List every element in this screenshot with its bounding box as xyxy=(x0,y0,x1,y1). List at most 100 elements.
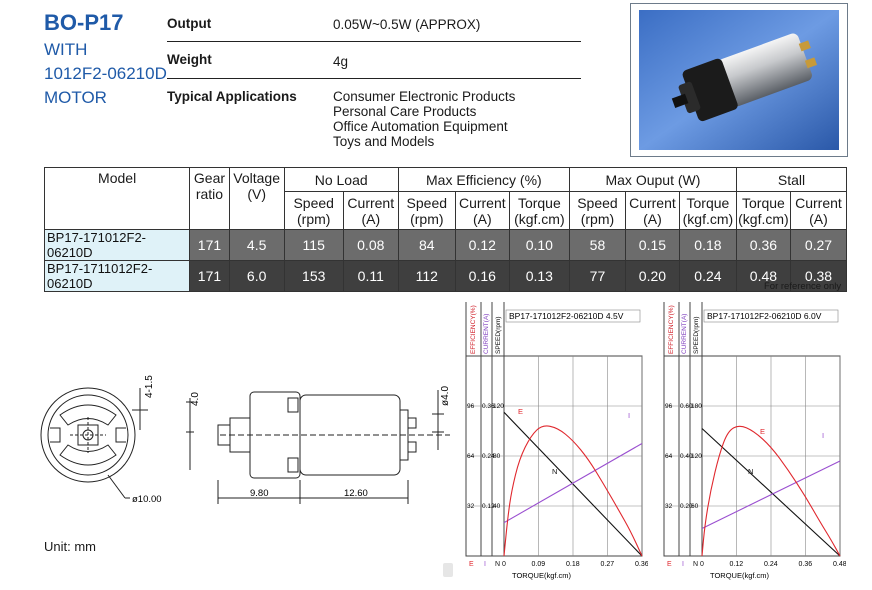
x-tick-label: 0.36 xyxy=(799,561,813,568)
y-tick-current: 0.36 xyxy=(482,403,495,410)
header-torque: Torque (kgf.cm) xyxy=(508,191,570,230)
curve-label-i: I xyxy=(822,431,824,440)
table-cell: 0.36 xyxy=(735,229,791,261)
table-cell: 58 xyxy=(568,229,626,261)
motor-image xyxy=(639,10,839,150)
table-cell: 4.5 xyxy=(228,229,285,261)
table-cell: 0.16 xyxy=(454,260,510,292)
y-tick-efficiency: 64 xyxy=(467,453,475,460)
header-max-efficiency: Max Efficiency (%) xyxy=(397,167,570,192)
header-torque: Torque (kgf.cm) xyxy=(735,191,791,230)
table-cell: 0.27 xyxy=(789,229,848,261)
header-voltage: Voltage (V) xyxy=(228,167,285,230)
curve-label-n: N xyxy=(748,467,753,476)
curve-label-n: N xyxy=(552,467,557,476)
dimension-drawing: 4-1.5 4.0 ø4.0 ø10.00 9.80 12.60 xyxy=(40,375,451,505)
y-tick-speed: 60 xyxy=(691,503,699,510)
cell-model: BP17-1711012F2-06210D xyxy=(43,260,191,292)
header-speed: Speed (rpm) xyxy=(568,191,626,230)
table-cell: 0.11 xyxy=(342,260,399,292)
chart-title-box xyxy=(703,309,839,323)
axis-bottom-letter: N xyxy=(693,561,698,568)
end-view-slot xyxy=(59,404,117,426)
y-tick-current: 0.60 xyxy=(680,403,693,410)
end-view-tab xyxy=(50,427,61,443)
header-max-output: Max Ouput (W) xyxy=(568,167,737,192)
table-cell: 0.38 xyxy=(789,260,848,292)
application-item: Toys and Models xyxy=(333,134,435,149)
y-tick-current: 0.24 xyxy=(482,453,495,460)
product-subtitle-line-1: WITH xyxy=(44,40,88,59)
spec-divider xyxy=(167,41,581,42)
cell-model: BP17-171012F2-06210D xyxy=(43,229,191,261)
y-tick-speed: 40 xyxy=(493,503,501,510)
axis-bottom-letter: E xyxy=(667,561,672,568)
x-tick-label: 0.12 xyxy=(730,561,744,568)
series-e-line xyxy=(701,425,841,557)
table-cell: 153 xyxy=(283,260,344,292)
table-cell: 0.18 xyxy=(678,229,737,261)
y-tick-current: 0.40 xyxy=(680,453,693,460)
table-cell: 112 xyxy=(397,260,456,292)
x-tick-label: 0.24 xyxy=(764,561,778,568)
axis-label-speed: SPEED(rpm) xyxy=(693,316,700,354)
y-tick-efficiency: 32 xyxy=(665,503,673,510)
weight-label: Weight xyxy=(167,52,212,67)
header-no-load: No Load xyxy=(283,167,399,192)
applications-list: Consumer Electronic Products Personal Ca… xyxy=(333,89,515,149)
x-axis-label: TORQUE(kgf.cm) xyxy=(512,571,572,580)
application-item: Personal Care Products xyxy=(333,104,477,119)
curve-label-e: E xyxy=(518,407,523,416)
series-i-line xyxy=(701,460,841,529)
x-tick-label: 0.36 xyxy=(635,561,648,568)
series-i-line xyxy=(503,443,643,524)
header-current: Current (A) xyxy=(789,191,848,230)
end-view-slot xyxy=(59,444,117,466)
axis-label-current: CURRENT(A) xyxy=(483,314,490,354)
product-subtitle-line-2: 1012F2-06210D xyxy=(44,64,167,83)
chart-frame xyxy=(465,302,643,557)
y-tick-efficiency: 96 xyxy=(467,403,475,410)
axis-bottom-letter: I xyxy=(682,561,684,568)
dim-gearbox-length: 9.80 xyxy=(250,488,269,499)
header-gear-ratio: Gear ratio xyxy=(189,167,230,230)
table-cell: 84 xyxy=(397,229,456,261)
side-view-clip xyxy=(287,457,299,473)
table-cell: 171 xyxy=(189,229,230,261)
axis-bottom-letter: I xyxy=(484,561,486,568)
spec-divider xyxy=(167,78,581,79)
axis-bottom-letter: 0 xyxy=(502,561,506,568)
output-value: 0.05W~0.5W (APPROX) xyxy=(333,17,481,32)
chart-title: BP17-171012F2-06210D 6.0V xyxy=(707,311,822,321)
header-model: Model xyxy=(43,167,191,230)
y-tick-speed: 120 xyxy=(493,403,504,410)
dim-shaft-diameter: ø4.0 xyxy=(440,386,451,406)
reference-note: For reference only xyxy=(764,281,842,292)
x-tick-label: 0.48 xyxy=(833,561,846,568)
table-row: BP17-1711012F2-06210D 171 6.0 153 0.11 1… xyxy=(43,260,848,292)
axis-label-efficiency: EFFICIENCY(%) xyxy=(668,305,675,354)
y-tick-speed: 180 xyxy=(691,403,702,410)
scroll-handle[interactable] xyxy=(443,563,453,577)
dim-motor-length: 12.60 xyxy=(344,488,368,499)
header-current: Current (A) xyxy=(342,191,399,230)
chart-title-box xyxy=(505,309,641,323)
table-cell: 171 xyxy=(189,260,230,292)
table-cell: 0.13 xyxy=(508,260,570,292)
table-cell: 0.20 xyxy=(624,260,680,292)
dim-holes: 4-1.5 xyxy=(144,375,155,398)
header-current: Current (A) xyxy=(624,191,680,230)
table-cell: 115 xyxy=(283,229,344,261)
curve-label-e: E xyxy=(760,427,765,436)
table-cell: 77 xyxy=(568,260,626,292)
dim-outer-diameter: ø10.00 xyxy=(132,494,162,505)
end-view-inner-circle xyxy=(47,394,129,476)
header-current: Current (A) xyxy=(454,191,510,230)
table-cell: 0.48 xyxy=(735,260,791,292)
chart-title: BP17-171012F2-06210D 4.5V xyxy=(509,311,624,321)
series-n-line xyxy=(503,411,643,557)
y-tick-speed: 120 xyxy=(691,453,702,460)
header-speed: Speed (rpm) xyxy=(397,191,456,230)
